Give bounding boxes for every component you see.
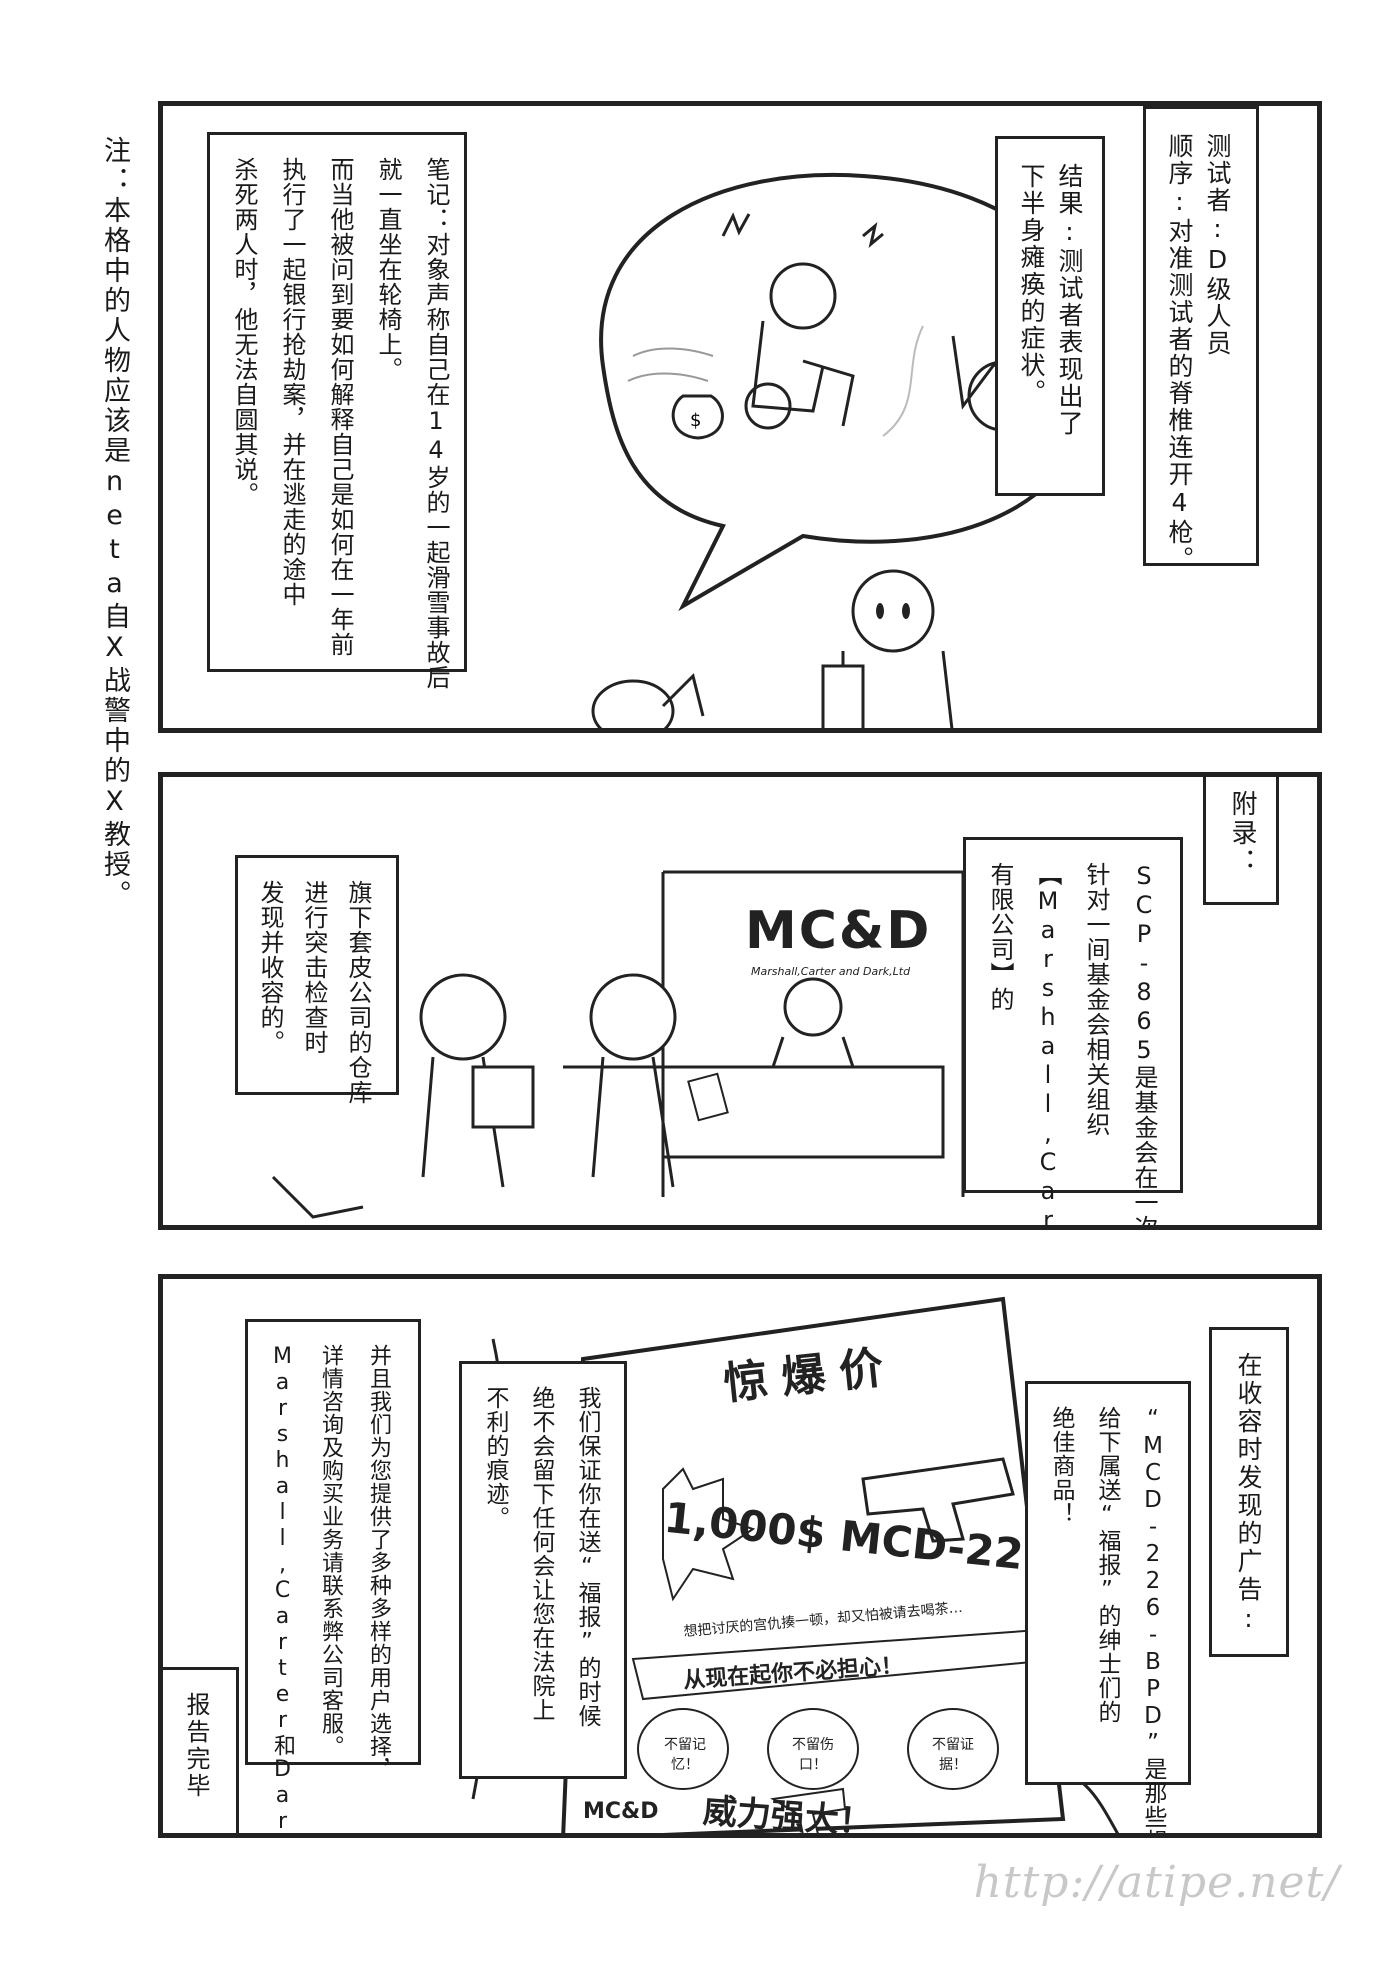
panel-3-caption-product: “MCD-226-BPD”是那些想要 给下属送“福报”的绅士们的 绝佳商品！ [1025,1381,1191,1833]
panel-3-artwork [471,1296,1120,1833]
panel-2-caption-warehouse: 旗下套皮公司的仓库 进行突击检查时 发现并收容的。 [235,855,399,1105]
panel-3-tag-end-text: 报告完毕 [182,1692,210,1800]
panel-1-caption-test-subject-text: 测试者:D级人员 顺序:对准测试者的脊椎连开4枪。 [1165,133,1232,573]
panel-3-caption-contact-text: 并且我们为您提供了多种多样的用户选择， 详情咨询及购买业务请联系弊公司客服。 M… [270,1344,391,1838]
panel-1: $ 测试者:D级人员 顺序:对准测试者的脊椎连开4枪。 结果:测试者表现出了 下… [158,101,1322,733]
panel-3-caption-guarantee-text: 我们保证你在送“福报”的时候 绝不会留下任何会让您在法院上 不利的痕迹。 [482,1386,600,1728]
outside-note: 注：本格中的人物应该是neta自X战警中的X教授。 [99,136,130,910]
ad-bubble-memory: 不留记忆！ [664,1737,706,1773]
panel-3-caption-product-text: “MCD-226-BPD”是那些想要 给下属送“福报”的绅士们的 绝佳商品！ [1048,1406,1166,1838]
panel-1-caption-notes-text: 笔记：对象声称自己在14岁的一起滑雪事故后 就一直坐在轮椅上。 而当他被问到要如… [230,157,450,690]
panel-1-caption-notes: 笔记：对象声称自己在14岁的一起滑雪事故后 就一直坐在轮椅上。 而当他被问到要如… [207,132,467,690]
panel-3-caption-contact: 并且我们为您提供了多种多样的用户选择， 详情咨询及购买业务请联系弊公司客服。 M… [245,1319,421,1833]
panel-2-caption-scp-text: SCP-865是基金会在一次 针对一间基金会相关组织 【Marshall,Car… [986,862,1158,1230]
mcd-logo: MC&D [745,901,932,961]
panel-1-caption-test-subject: 测试者:D级人员 顺序:对准测试者的脊椎连开4枪。 [1143,106,1259,573]
svg-text:$: $ [690,410,701,431]
panel-2: MC&D Marshall,Carter and Dark,Ltd 附录： SC… [158,772,1322,1230]
ad-bubble-evidence: 不留证据！ [932,1737,974,1773]
panel-1-caption-result-text: 结果:测试者表现出了 下半身瘫痪的症状。 [1017,163,1084,437]
panel-2-tag-appendix-text: 附录： [1227,790,1257,877]
panel-3: 惊爆价 1,000$ MCD-226-BPD 想把讨厌的宫仇揍一顿，却又怕被请去… [158,1274,1322,1838]
panel-2-caption-scp: SCP-865是基金会在一次 针对一间基金会相关组织 【Marshall,Car… [963,837,1183,1225]
panel-3-caption-guarantee: 我们保证你在送“福报”的时候 绝不会留下任何会让您在法院上 不利的痕迹。 [459,1361,627,1779]
panel-1-caption-result: 结果:测试者表现出了 下半身瘫痪的症状。 [995,136,1105,496]
panel-2-caption-warehouse-text: 旗下套皮公司的仓库 进行突击检查时 发现并收容的。 [256,880,372,1105]
panel-2-artwork [271,870,965,1219]
mcd-logo-subtitle: Marshall,Carter and Dark,Ltd [751,965,911,978]
panel-1-artwork: $ [591,173,1101,728]
panel-2-tag-appendix: 附录： [1203,777,1279,905]
panel-3-tag-found-text: 在收容时发现的广告: [1234,1352,1263,1636]
ad-bubble-wound: 不留伤口！ [792,1737,834,1773]
panel-3-tag-end: 报告完毕 [163,1667,239,1833]
ad-logo: MC&D [583,1799,659,1824]
panel-3-tag-found: 在收容时发现的广告: [1209,1327,1289,1657]
watermark: http://atipe.net/ [973,1857,1340,1908]
